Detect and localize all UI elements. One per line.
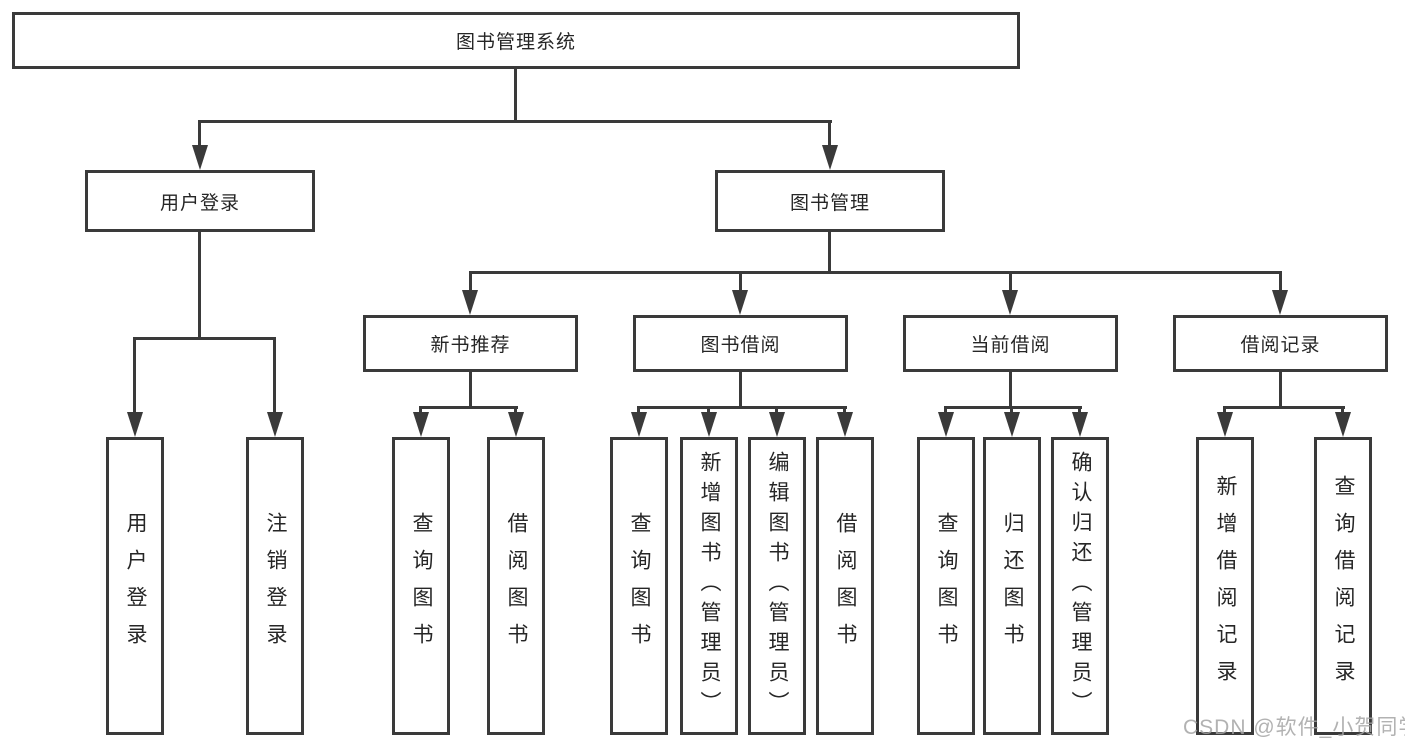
arrowhead-down-icon: [1335, 412, 1351, 437]
arrowhead-down-icon: [508, 412, 524, 437]
connector-vline: [1279, 271, 1282, 295]
connector-vline: [469, 271, 472, 295]
node-label: 新书推荐: [430, 335, 511, 356]
arrowhead-down-icon: [192, 145, 208, 170]
arrowhead-down-icon: [769, 412, 785, 437]
leaf-query-book-3: 查询图书: [917, 437, 975, 735]
connector-vline: [514, 68, 517, 122]
leaf-user-login: 用户登录: [106, 437, 164, 735]
connector-vline: [514, 406, 517, 415]
leaf-add-book-admin: 新增图书（管理员）: [680, 437, 738, 735]
connector-hline: [637, 406, 847, 409]
connector-vline: [1279, 371, 1282, 409]
node-label: 查询借阅记录: [1332, 475, 1355, 697]
node-new-book-recommend: 新书推荐: [363, 315, 578, 372]
connector-vline: [1010, 406, 1013, 415]
node-label: 当前借阅: [970, 335, 1051, 356]
arrowhead-down-icon: [631, 412, 647, 437]
node-user-login: 用户登录: [85, 170, 315, 232]
node-label: 新增图书（管理员）: [698, 451, 721, 721]
connector-hline: [133, 337, 276, 340]
arrowhead-down-icon: [127, 412, 143, 437]
arrowhead-down-icon: [267, 412, 283, 437]
leaf-confirm-return-admin: 确认归还（管理员）: [1051, 437, 1109, 735]
connector-hline: [198, 120, 832, 123]
arrowhead-down-icon: [1004, 412, 1020, 437]
connector-vline: [637, 406, 640, 415]
connector-vline: [1009, 371, 1012, 409]
connector-vline: [273, 337, 276, 415]
node-label: 借阅图书: [834, 512, 857, 660]
node-label: 借阅记录: [1240, 335, 1321, 356]
connector-vline: [198, 120, 201, 148]
connector-vline: [828, 231, 831, 274]
node-borrow-record: 借阅记录: [1173, 315, 1388, 372]
connector-vline: [739, 271, 742, 295]
node-label: 归还图书: [1001, 512, 1024, 660]
arrowhead-down-icon: [732, 290, 748, 315]
leaf-query-book-1: 查询图书: [392, 437, 450, 735]
arrowhead-down-icon: [938, 412, 954, 437]
csdn-watermark: CSDN @软件_小贺同学: [1183, 716, 1405, 739]
node-label: 编辑图书（管理员）: [766, 451, 789, 721]
leaf-return-book: 归还图书: [983, 437, 1041, 735]
connector-vline: [1341, 406, 1344, 415]
node-book-management: 图书管理: [715, 170, 945, 232]
leaf-query-book-2: 查询图书: [610, 437, 668, 735]
connector-hline: [419, 406, 518, 409]
node-label: 注销登录: [264, 512, 287, 660]
connector-vline: [843, 406, 846, 415]
arrowhead-down-icon: [413, 412, 429, 437]
leaf-query-borrow-record: 查询借阅记录: [1314, 437, 1372, 735]
node-current-borrow: 当前借阅: [903, 315, 1118, 372]
node-label: 借阅图书: [505, 512, 528, 660]
connector-vline: [469, 371, 472, 409]
node-library-management-system: 图书管理系统: [12, 12, 1020, 69]
connector-hline: [944, 406, 1082, 409]
leaf-borrow-book-2: 借阅图书: [816, 437, 874, 735]
arrowhead-down-icon: [1272, 290, 1288, 315]
leaf-borrow-book-1: 借阅图书: [487, 437, 545, 735]
node-label: 查询图书: [935, 512, 958, 660]
leaf-edit-book-admin: 编辑图书（管理员）: [748, 437, 806, 735]
node-label: 确认归还（管理员）: [1069, 451, 1092, 721]
connector-hline: [1223, 406, 1345, 409]
leaf-add-borrow-record: 新增借阅记录: [1196, 437, 1254, 735]
node-label: 新增借阅记录: [1214, 475, 1237, 697]
connector-vline: [1078, 406, 1081, 415]
arrowhead-down-icon: [837, 412, 853, 437]
connector-vline: [828, 120, 831, 148]
node-label: 查询图书: [410, 512, 433, 660]
connector-vline: [775, 406, 778, 415]
node-label: 图书借阅: [700, 335, 781, 356]
arrowhead-down-icon: [1002, 290, 1018, 315]
connector-vline: [1223, 406, 1226, 415]
connector-vline: [707, 406, 710, 415]
arrowhead-down-icon: [822, 145, 838, 170]
connector-vline: [419, 406, 422, 415]
arrowhead-down-icon: [701, 412, 717, 437]
connector-hline: [469, 271, 1282, 274]
leaf-logout: 注销登录: [246, 437, 304, 735]
node-label: 用户登录: [124, 512, 147, 660]
connector-vline: [198, 231, 201, 340]
node-label: 图书管理系统: [455, 32, 576, 53]
connector-vline: [133, 337, 136, 415]
node-book-borrow: 图书借阅: [633, 315, 848, 372]
arrowhead-down-icon: [1072, 412, 1088, 437]
node-label: 图书管理: [789, 192, 870, 214]
connector-vline: [944, 406, 947, 415]
arrowhead-down-icon: [1217, 412, 1233, 437]
node-label: 用户登录: [159, 192, 240, 214]
arrowhead-down-icon: [462, 290, 478, 315]
connector-vline: [739, 371, 742, 409]
node-label: 查询图书: [628, 512, 651, 660]
connector-vline: [1009, 271, 1012, 295]
